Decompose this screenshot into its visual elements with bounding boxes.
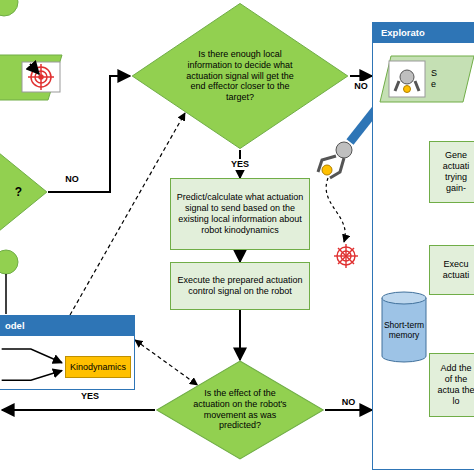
flow-connector <box>239 310 241 360</box>
exploratory-panel: Explorato S e Gene actuati trying gain- Exe… <box>372 22 474 470</box>
input-parallelogram <box>0 55 62 100</box>
decision-diamond: Is there enough local information to dec… <box>130 2 350 150</box>
flow-connector <box>350 75 372 77</box>
node-text: Execute the prepared actuation control s… <box>171 275 309 297</box>
node-text: S e <box>431 68 443 90</box>
node-text: Execu actuati <box>436 259 474 281</box>
node-text: Add the of the actua the lo <box>436 363 474 406</box>
cylinder-body <box>382 298 426 362</box>
diamond-shape <box>157 361 324 459</box>
flow-connector <box>48 76 130 192</box>
target-frame <box>22 62 60 92</box>
process-box: Gene actuati trying gain- <box>429 141 474 203</box>
cylinder-top <box>382 292 426 304</box>
node-text: Gene actuati trying gain- <box>436 150 474 193</box>
start-circle <box>0 0 18 16</box>
gripper-joint <box>400 70 414 84</box>
process-box: Execu actuati <box>429 245 474 295</box>
process-box: Add the of the actua the lo <box>429 353 474 417</box>
parallelogram-shape <box>380 56 474 102</box>
input-line <box>2 349 62 363</box>
node-text: Predict/calculate what actuation signal … <box>171 192 309 235</box>
diamond-outline <box>0 148 48 236</box>
decision-diamond: Is the effect of the actuation on the ro… <box>155 360 325 460</box>
flow-connector <box>325 409 372 411</box>
node-text: Kinodynamics <box>70 362 126 373</box>
robot-gripper <box>318 156 344 178</box>
dashed-connector <box>70 113 185 315</box>
edge-label: YES <box>229 159 251 170</box>
input-line <box>2 371 62 381</box>
end-circle <box>0 250 18 274</box>
pointer-arrow <box>30 64 39 74</box>
memory-cylinder: Short-term memory <box>381 291 427 363</box>
parallelogram-outline <box>379 55 474 103</box>
kinodynamics-box: Kinodynamics <box>65 356 131 378</box>
node-text: Is the effect of the actuation on the ro… <box>192 388 287 431</box>
edge-label: NO <box>352 81 370 92</box>
edge-label: NO <box>63 174 81 185</box>
node-text: Is there enough local information to dec… <box>178 49 301 103</box>
target-icon <box>28 64 54 90</box>
process-box: Execute the prepared actuation control s… <box>170 262 310 310</box>
node-text: Short-term memory <box>383 314 425 340</box>
process-box: Predict/calculate what actuation signal … <box>170 178 310 250</box>
node-text: odel <box>0 316 134 336</box>
flow-connector <box>239 250 241 262</box>
target-symbol <box>334 244 358 268</box>
edge-label: NO <box>340 397 358 408</box>
diamond-shape <box>132 3 348 148</box>
yes-flow-line <box>2 409 155 411</box>
model-panel: odelKinodynamics <box>0 315 135 390</box>
decision-diamond: ? <box>0 148 48 236</box>
input-parallelogram: S e <box>379 55 474 103</box>
robot-joint <box>336 142 352 158</box>
dashed-connector <box>135 340 198 385</box>
trajectory-line <box>326 178 345 242</box>
icon-frame <box>389 61 425 97</box>
gripper-ball <box>404 86 411 93</box>
node-text: Explorato <box>373 23 474 43</box>
flow-label: YES <box>79 391 101 402</box>
node-text: ? <box>15 185 22 199</box>
end-effector-ball <box>322 165 332 175</box>
flow-line <box>5 274 7 314</box>
diamond-shape <box>0 149 47 235</box>
